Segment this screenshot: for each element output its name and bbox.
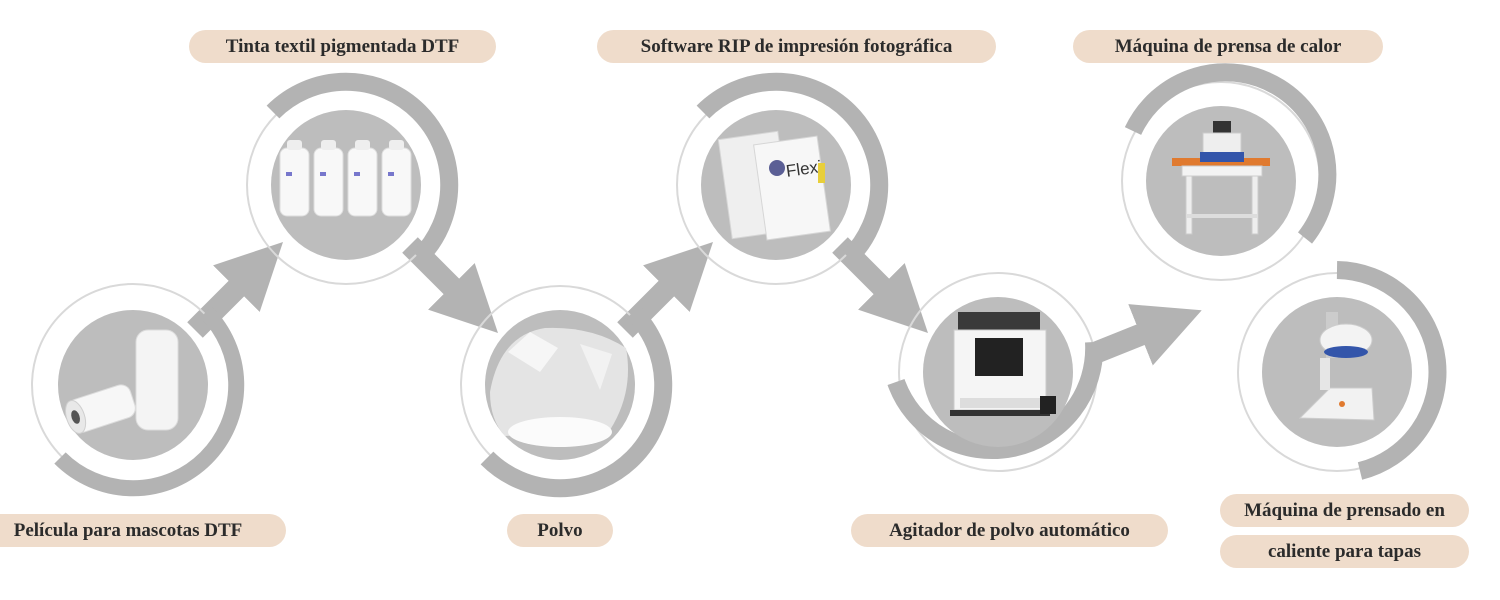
cap-press-machine-image <box>1298 312 1375 421</box>
step-ink-label: Tinta textil pigmentada DTF <box>189 30 496 63</box>
ink-bottles-image <box>279 140 412 217</box>
step-cap-press-label-line1: Máquina de prensado en <box>1220 494 1469 527</box>
step-heat-press-thick-arc <box>1124 63 1337 244</box>
step-cap-press-label-line2: caliente para tapas <box>1220 535 1469 568</box>
step-software-thick-arc <box>696 72 889 265</box>
film-roll-image <box>65 329 179 434</box>
step-film <box>31 283 245 497</box>
step-film-label: Película para mascotas DTF <box>0 514 286 547</box>
step-software: Flexi <box>676 72 889 285</box>
step-ink-thick-arc <box>266 72 459 265</box>
step-software-label: Software RIP de impresión fotográfica <box>597 30 996 63</box>
step-film-disc <box>58 310 208 460</box>
step-powder-thick-arc <box>480 305 673 498</box>
step-powder <box>460 285 673 498</box>
step-heat-press <box>1121 63 1337 281</box>
powder-shaker-machine-image <box>950 312 1056 416</box>
step-ink-disc <box>271 110 421 260</box>
step-cap-press <box>1237 261 1447 480</box>
step-powder-label: Polvo <box>507 514 613 547</box>
step-cap-press-thick-arc <box>1336 261 1447 480</box>
step-film-thick-arc <box>54 306 245 497</box>
flexi-logo-text: Flexi <box>785 157 823 181</box>
step-cap-press-disc <box>1262 297 1412 447</box>
step-shaker-label: Agitador de polvo automático <box>851 514 1168 547</box>
powder-image <box>490 327 628 447</box>
step-ink <box>246 72 459 285</box>
step-heat-press-label: Máquina de prensa de calor <box>1073 30 1383 63</box>
step-shaker <box>887 272 1104 472</box>
heat-press-machine-image <box>1172 121 1270 235</box>
software-box-image: Flexi <box>717 130 831 241</box>
step-shaker-thick-arc <box>887 341 1104 460</box>
